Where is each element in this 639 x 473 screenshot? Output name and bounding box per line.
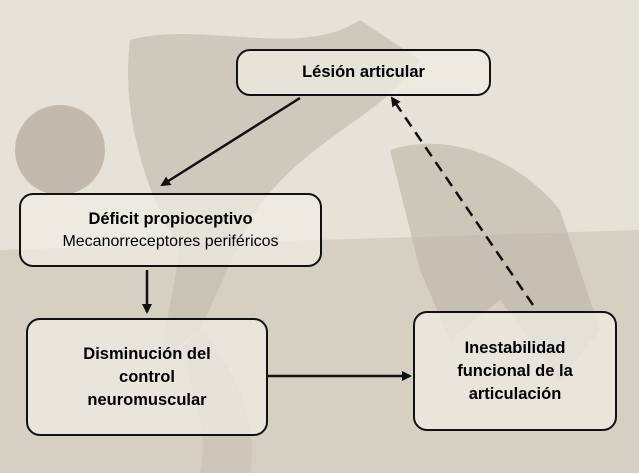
arrow-inestabilidad-to-lesion-dashed: [390, 96, 535, 306]
node-disminucion-control: Disminución del control neuromuscular: [26, 318, 268, 436]
node-lesion-title: Lésión articular: [302, 63, 425, 81]
arrow-lesion-to-deficit: [160, 96, 301, 187]
node-deficit-subtitle: Mecanorreceptores periféricos: [62, 233, 279, 250]
node-inestabilidad-title: Inestabilidad funcional de la articulaci…: [457, 338, 573, 403]
node-inestabilidad-funcional: Inestabilidad funcional de la articulaci…: [413, 311, 617, 431]
node-deficit-title: Déficit propioceptivo: [88, 210, 253, 228]
node-deficit-propioceptivo: Déficit propioceptivo Mecanorreceptores …: [19, 193, 322, 267]
node-disminucion-title: Disminución del control neuromuscular: [83, 344, 211, 409]
node-lesion-articular: Lésión articular: [236, 49, 491, 96]
